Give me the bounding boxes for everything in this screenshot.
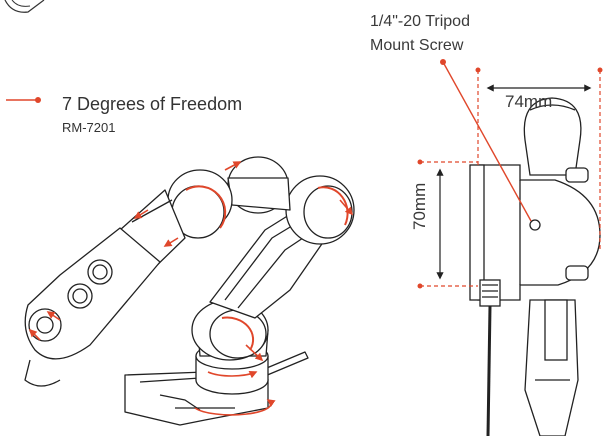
side-cable: [486, 305, 492, 436]
side-top-dome: [523, 97, 582, 176]
cropped-part-outline: [4, 0, 45, 13]
model-number: RM-7201: [62, 120, 116, 135]
base-cable: [261, 351, 309, 377]
robot-arm: [24, 156, 355, 426]
side-clip-top: [565, 167, 589, 183]
tripod-mount-label: 1/4"-20 Tripod Mount Screw: [370, 10, 470, 58]
side-connector: [479, 279, 501, 307]
tripod-label-line2: Mount Screw: [370, 37, 464, 54]
tripod-label-line1: 1/4"-20 Tripod: [370, 13, 470, 30]
height-dimension-label: 70mm: [410, 182, 429, 230]
rotation-arrows: [28, 161, 354, 416]
tripod-leader: [442, 61, 532, 222]
dimension-lines: [417, 59, 603, 289]
tripod-screw-hole: [529, 219, 541, 231]
side-clip-bottom: [565, 265, 589, 281]
dof-leader: [6, 97, 41, 103]
width-dimension-label: 74mm: [505, 92, 553, 111]
dof-title: 7 Degrees of Freedom: [62, 94, 243, 114]
side-view: [469, 97, 601, 436]
